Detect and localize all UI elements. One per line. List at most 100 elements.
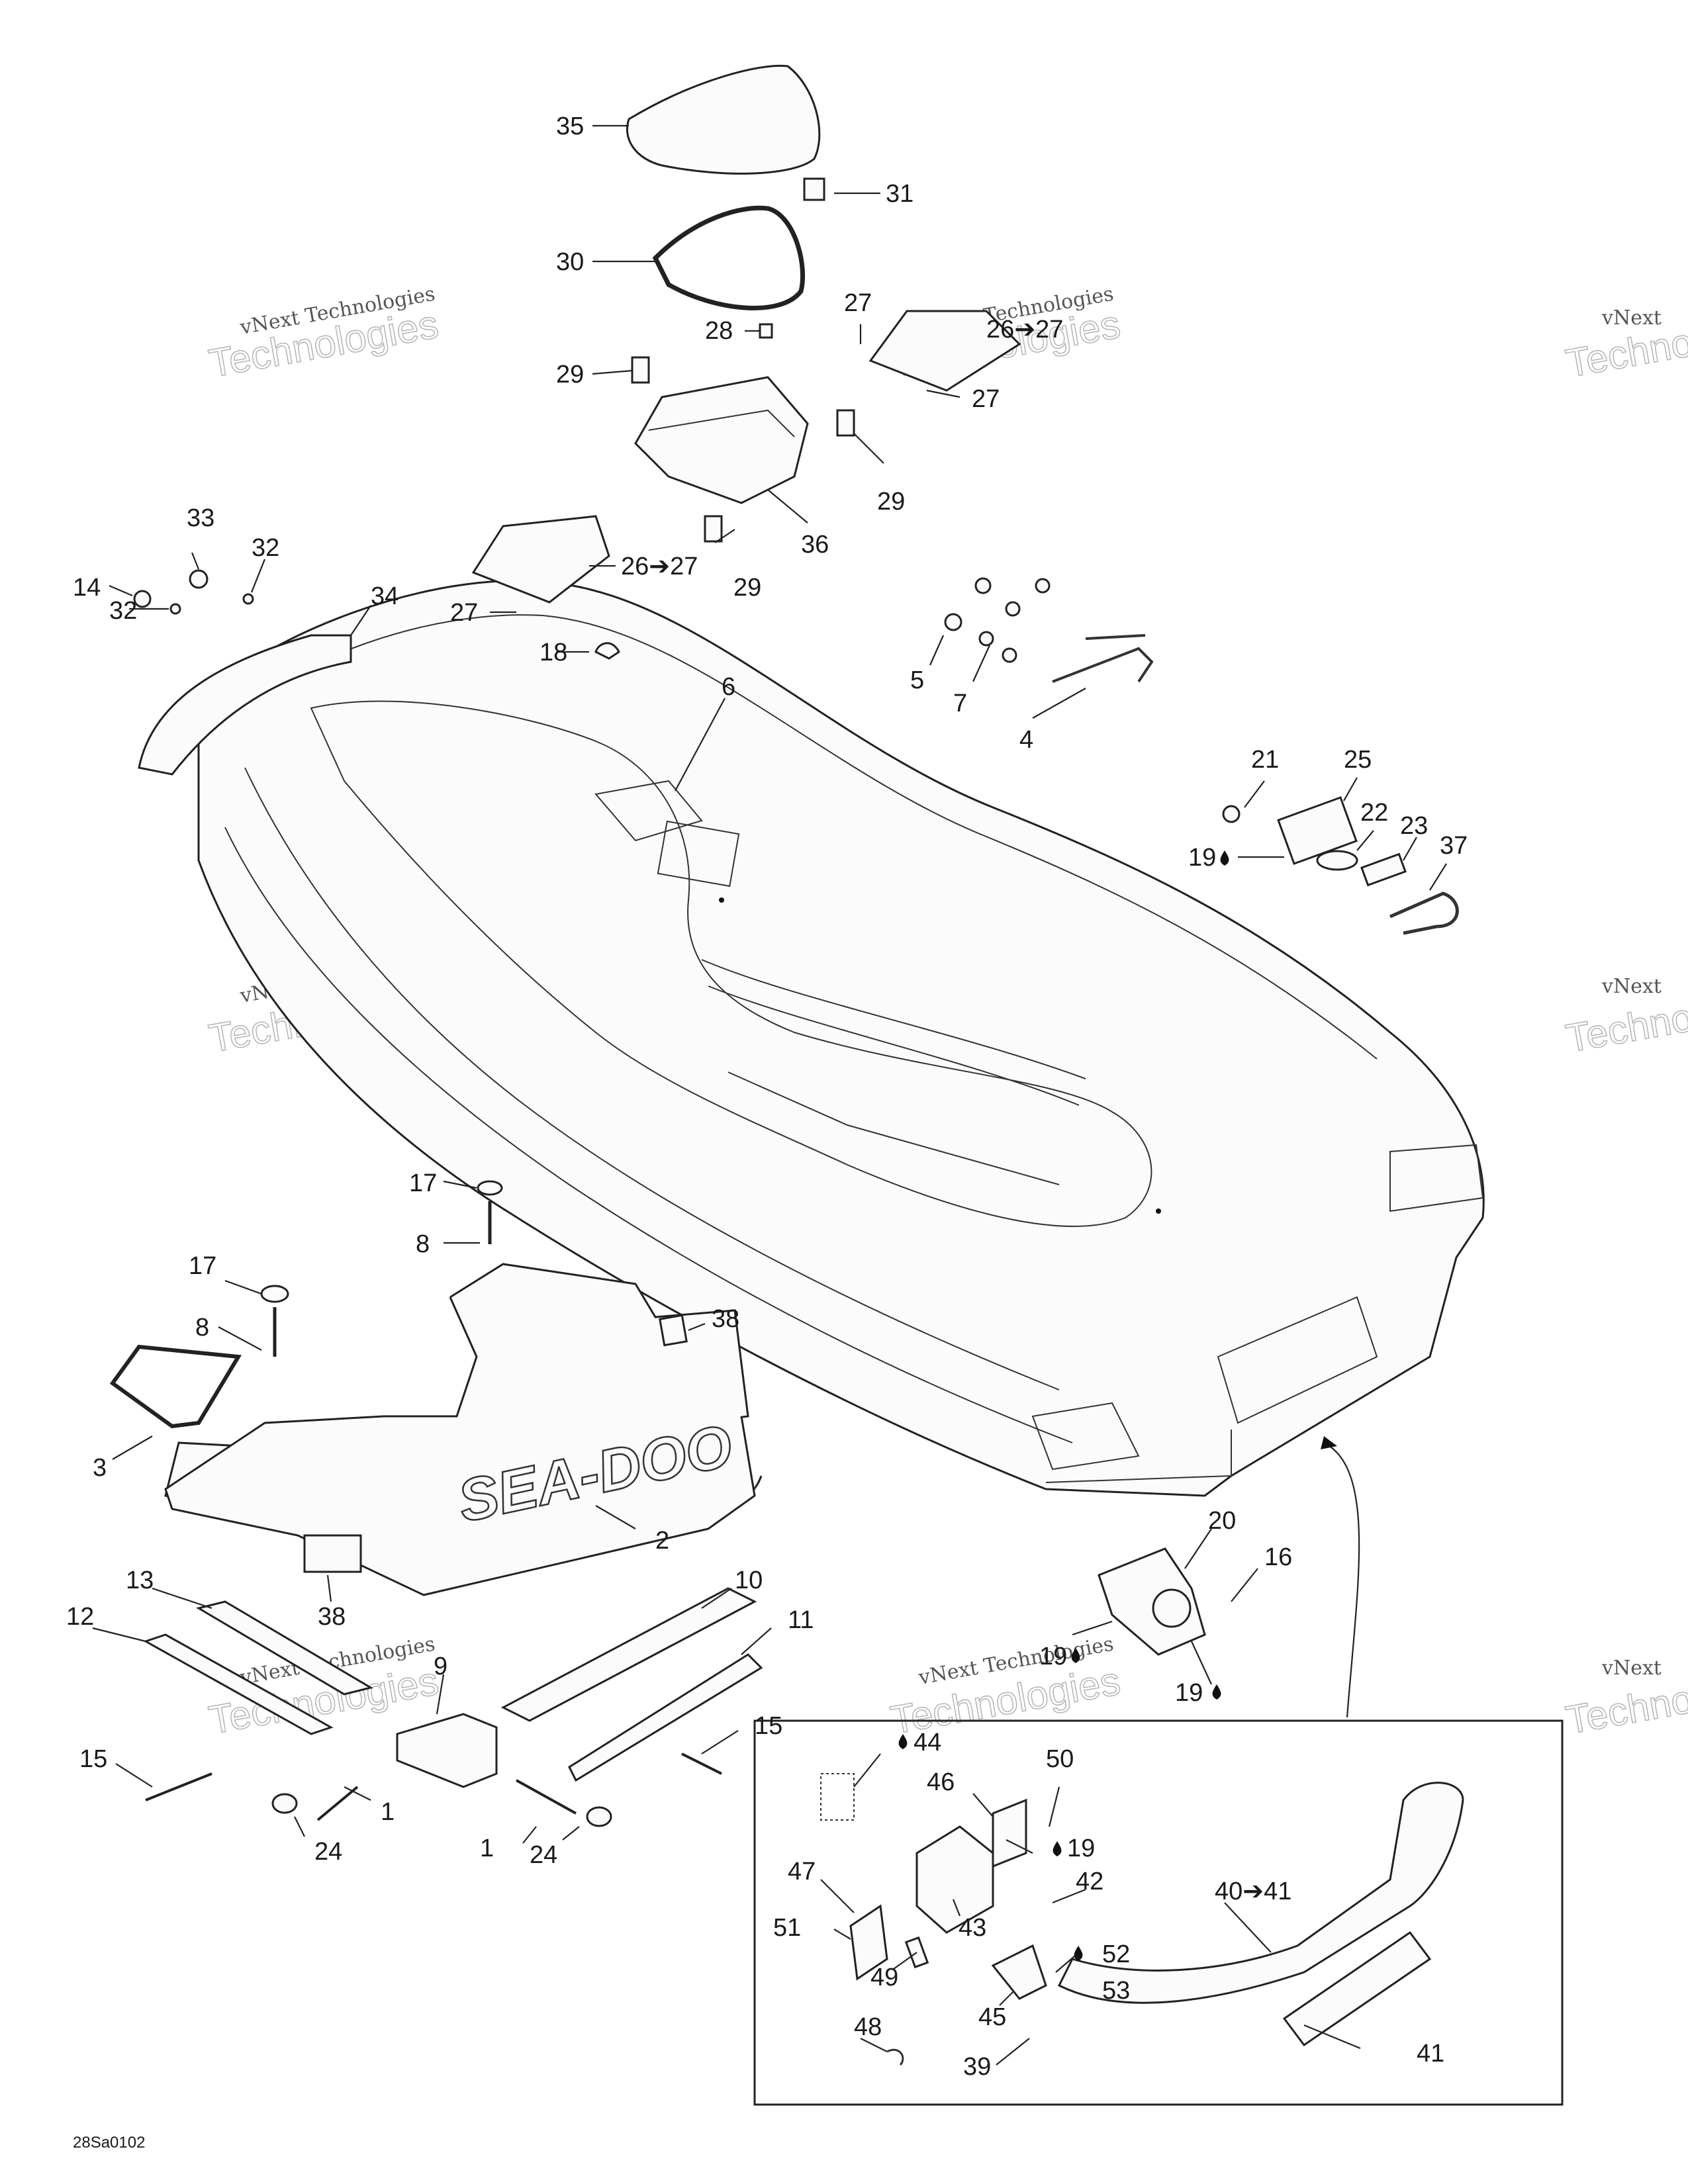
watermark-bot-right: Technologies vNext — [1562, 1657, 1688, 1743]
decal-38 — [303, 1314, 688, 1573]
storage-bin-36 — [634, 376, 809, 504]
callout-15: 15 — [79, 1745, 107, 1773]
drop-icon — [1220, 850, 1229, 866]
clip-29 — [631, 356, 855, 543]
callout-3: 3 — [93, 1454, 107, 1482]
callout-29: 29 — [877, 488, 905, 516]
callout-21: 21 — [1251, 746, 1279, 774]
callout-15: 15 — [755, 1712, 782, 1740]
drop-icon — [1212, 1684, 1221, 1700]
callout-41: 41 — [1417, 2040, 1444, 2068]
gasket-22 — [1316, 850, 1358, 871]
callout-1: 1 — [381, 1798, 395, 1826]
mat-2: SEA-DOO — [164, 1263, 763, 1596]
panel-26-right — [868, 310, 1021, 392]
callout-27: 27 — [844, 289, 872, 317]
callout-8: 8 — [416, 1230, 430, 1258]
watermark-mid-right: Technologies vNext — [1562, 975, 1688, 1062]
callout-23: 23 — [1400, 812, 1428, 840]
callout-29: 29 — [733, 574, 761, 602]
callout-19: 19 — [1188, 844, 1216, 872]
callout-12: 12 — [66, 1603, 94, 1631]
nuts-washers-5-7 — [944, 577, 1051, 663]
callout-25: 25 — [1344, 746, 1372, 774]
callout-9: 9 — [434, 1653, 447, 1680]
screws-14-32-33 — [133, 569, 254, 615]
callout-28: 28 — [705, 317, 733, 345]
callout-26-27: 26➔27 — [986, 316, 1063, 343]
callout-34: 34 — [371, 582, 399, 610]
callout-4: 4 — [1019, 726, 1033, 754]
part-18 — [594, 642, 620, 660]
callout-17: 17 — [189, 1252, 216, 1280]
mat-3 — [109, 1344, 242, 1429]
callout-38: 38 — [318, 1603, 346, 1631]
callout-16: 16 — [1264, 1543, 1292, 1571]
callout-30: 30 — [556, 248, 584, 276]
callout-8: 8 — [195, 1314, 209, 1342]
callout-24: 24 — [530, 1841, 557, 1869]
callout-47: 47 — [788, 1858, 816, 1886]
callout-49: 49 — [870, 1964, 898, 1991]
callout-36: 36 — [801, 531, 829, 559]
callout-26-27: 26➔27 — [621, 553, 698, 580]
plug-28 — [759, 323, 773, 339]
svg-text:vNext: vNext — [1601, 975, 1662, 998]
rivets-1-15-24 — [145, 1752, 722, 1827]
callout-29: 29 — [556, 361, 584, 388]
callout-37: 37 — [1440, 832, 1468, 860]
callout-24: 24 — [314, 1838, 342, 1866]
svg-text:vNext: vNext — [1601, 306, 1662, 330]
callout-31: 31 — [886, 180, 914, 208]
storage-cover-35 — [626, 64, 821, 175]
panel-26-left — [471, 515, 610, 604]
callout-53: 53 — [1102, 1977, 1130, 2005]
callout-20: 20 — [1208, 1507, 1236, 1535]
callout-labels: 35 31 30 27 26➔27 28 29 27 29 36 29 26➔2… — [66, 113, 1468, 2081]
callout-19: 19 — [1039, 1643, 1067, 1670]
callout-11: 11 — [788, 1606, 814, 1634]
callout-2: 2 — [655, 1527, 669, 1555]
callout-5: 5 — [910, 666, 924, 694]
callout-17: 17 — [409, 1169, 437, 1197]
callout-39: 39 — [963, 2053, 991, 2081]
callout-27: 27 — [450, 599, 478, 627]
callout-46: 46 — [927, 1768, 955, 1796]
callout-48: 48 — [854, 2013, 882, 2041]
drain-plug-20 — [1098, 1547, 1206, 1656]
ubolt-37 — [1389, 891, 1459, 935]
callout-14: 14 — [73, 574, 101, 602]
hull-deck-illustration — [197, 579, 1485, 1497]
callout-43: 43 — [959, 1914, 986, 1942]
callout-1: 1 — [480, 1835, 494, 1862]
callout-38: 38 — [712, 1305, 739, 1333]
callout-35: 35 — [556, 113, 584, 140]
callout-51: 51 — [773, 1914, 801, 1942]
watermark-top-right: Technologies vNext — [1562, 301, 1688, 386]
tow-assembly-parts — [820, 1773, 1464, 2066]
callout-33: 33 — [187, 504, 214, 532]
callout-19: 19 — [1067, 1835, 1095, 1862]
fasteners-8-17 — [260, 1180, 503, 1357]
nut-21 — [1222, 805, 1241, 823]
drop-icon — [1074, 1946, 1083, 1961]
watermark-bot-mid: Technologies vNext Technologies — [887, 1633, 1124, 1743]
bracket-23 — [1360, 852, 1407, 887]
callout-27: 27 — [972, 385, 1000, 413]
watermark-top-left: Technologies vNext Technologies — [205, 283, 442, 387]
callout-18: 18 — [539, 639, 567, 666]
callout-45: 45 — [978, 2003, 1006, 2031]
callout-7: 7 — [953, 690, 967, 717]
drop-icon — [1071, 1648, 1080, 1663]
drop-icon — [898, 1734, 908, 1749]
callout-10: 10 — [735, 1567, 763, 1594]
callout-19: 19 — [1175, 1679, 1203, 1707]
callout-32: 32 — [109, 597, 137, 625]
callout-13: 13 — [126, 1567, 154, 1594]
drop-icons — [898, 850, 1229, 1961]
tow-hook-inset-box — [753, 1719, 1564, 2106]
handle-4 — [1052, 634, 1154, 683]
callout-32: 32 — [252, 534, 279, 562]
callout-6: 6 — [722, 673, 735, 701]
